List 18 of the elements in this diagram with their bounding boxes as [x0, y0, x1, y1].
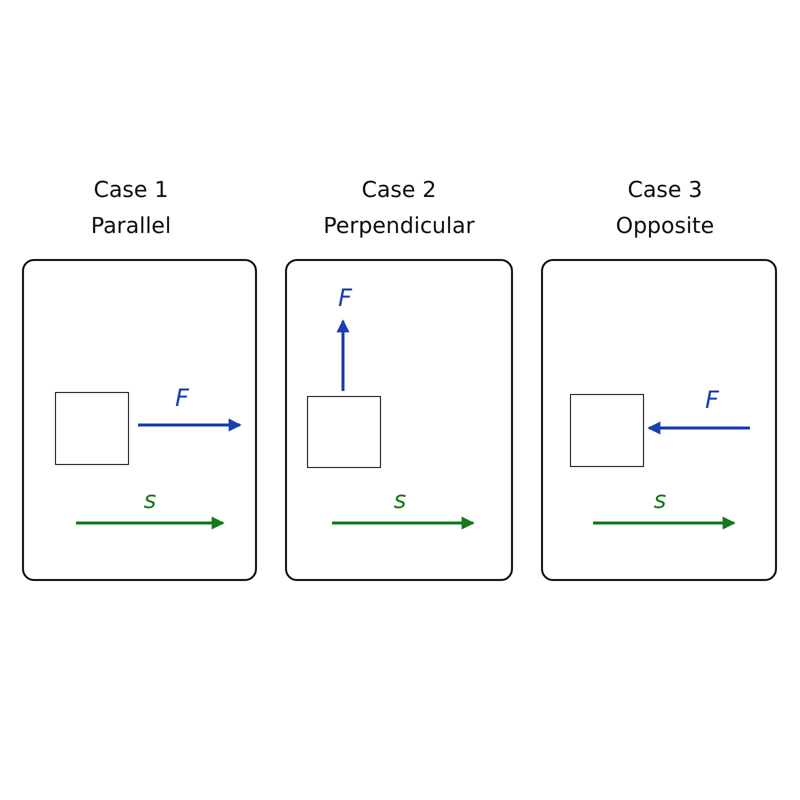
case-panel: [22, 259, 257, 581]
vector-label: s: [144, 488, 156, 512]
case-heading: Case 1: [94, 180, 168, 202]
case-panel: [285, 259, 513, 581]
case-panel: [541, 259, 777, 581]
case-heading: Case 3: [628, 180, 702, 202]
block-square: [570, 394, 644, 467]
case-subheading: Opposite: [616, 216, 714, 238]
vector-label: F: [175, 386, 189, 410]
vector-label: s: [654, 488, 666, 512]
case-subheading: Perpendicular: [323, 216, 475, 238]
vector-label: F: [705, 388, 719, 412]
vector-label: s: [394, 488, 406, 512]
vector-label: F: [338, 286, 352, 310]
case-subheading: Parallel: [90, 216, 172, 238]
block-square: [307, 396, 381, 468]
block-square: [55, 392, 129, 465]
case-heading: Case 2: [362, 180, 436, 202]
